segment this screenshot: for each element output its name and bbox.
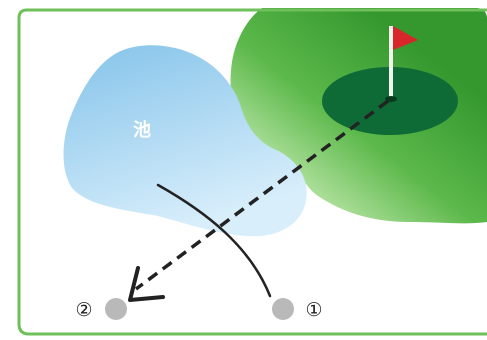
- ball-position-1: [272, 298, 294, 320]
- ball-position-2: [105, 298, 127, 320]
- position-2-label: ②: [75, 299, 92, 321]
- position-1-label: ①: [305, 299, 322, 321]
- pond-label: 池: [133, 119, 151, 141]
